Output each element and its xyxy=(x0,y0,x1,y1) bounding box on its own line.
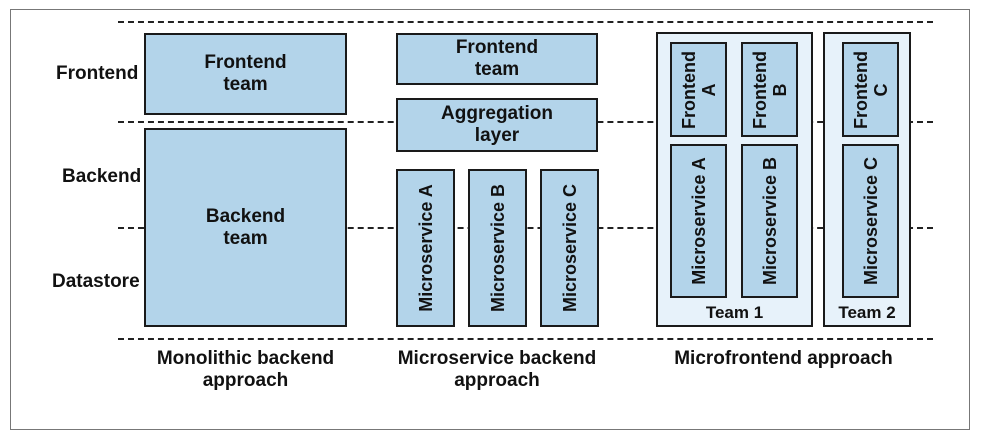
microfrontend-caption: Microfrontend approach xyxy=(674,348,893,369)
team-1-microservice-a-label: Microservice A xyxy=(688,157,709,285)
frontend-b: Frontend B xyxy=(741,42,798,137)
row-label-datastore: Datastore xyxy=(52,271,140,292)
microservice-c-label: Microservice C xyxy=(559,183,580,313)
team-1-label: Team 1 xyxy=(705,303,764,322)
team-1-microservice-a: Microservice A xyxy=(670,144,727,298)
team-1-microservice-b: Microservice B xyxy=(741,144,798,298)
frontend-c-label: Frontend C xyxy=(850,50,891,129)
microservice-b: Microservice B xyxy=(468,169,527,327)
frontend-a-label: Frontend A xyxy=(678,50,719,129)
bottom-separator xyxy=(118,338,933,340)
aggregation-layer: Aggregation layer xyxy=(396,98,598,152)
row-label-frontend: Frontend xyxy=(56,63,139,84)
team-1-microservice-b-label: Microservice B xyxy=(759,156,780,286)
microservice-frontend-team: Frontend team xyxy=(396,33,598,85)
microservice-b-label: Microservice B xyxy=(487,183,508,313)
monolithic-frontend-team: Frontend team xyxy=(144,33,347,115)
frontend-b-label: Frontend B xyxy=(749,50,790,129)
monolithic-caption: Monolithic backend approach xyxy=(156,348,335,391)
team-2-microservice-c-label: Microservice C xyxy=(860,156,881,286)
team-2-microservice-c: Microservice C xyxy=(842,144,899,298)
microservice-caption: Microservice backend approach xyxy=(397,348,597,391)
microservice-a-label: Microservice A xyxy=(415,184,436,312)
frontend-a: Frontend A xyxy=(670,42,727,137)
team-2-label: Team 2 xyxy=(838,303,896,322)
monolithic-backend-team: Backend team xyxy=(144,128,347,327)
monolithic-frontend-team-label: Frontend team xyxy=(204,52,287,95)
monolithic-backend-team-label: Backend team xyxy=(205,205,286,249)
frontend-c: Frontend C xyxy=(842,42,899,137)
aggregation-layer-label: Aggregation layer xyxy=(441,103,553,146)
microservice-frontend-team-label: Frontend team xyxy=(455,37,539,80)
microservice-c: Microservice C xyxy=(540,169,599,327)
top-separator xyxy=(118,21,933,23)
microservice-a: Microservice A xyxy=(396,169,455,327)
row-label-backend: Backend xyxy=(62,166,142,187)
